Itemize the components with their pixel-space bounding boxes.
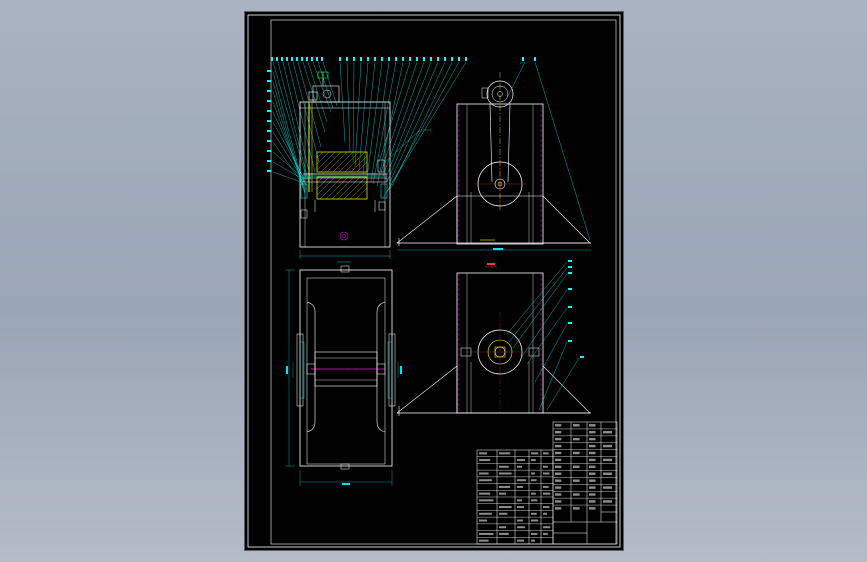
title-block-cell-text bbox=[589, 431, 596, 434]
parts-list-cell-text bbox=[479, 519, 487, 522]
inner-frame bbox=[270, 19, 617, 545]
title-block-cell-text bbox=[589, 493, 596, 496]
parts-list-cell-text bbox=[517, 479, 526, 482]
parts-list-cell-text bbox=[499, 492, 506, 495]
parts-list-cell-text bbox=[479, 512, 492, 515]
title-block-cell-text bbox=[589, 437, 596, 441]
parts-list-cell-text bbox=[499, 465, 509, 468]
parts-list-cell-text bbox=[499, 506, 512, 509]
parts-list-cell-text bbox=[543, 472, 550, 475]
title-block-cell-text bbox=[555, 493, 562, 496]
parts-list-cell-text bbox=[543, 452, 549, 455]
parts-list-rows bbox=[477, 452, 553, 542]
title-block-cell-text bbox=[589, 451, 596, 455]
title-block-rows bbox=[553, 424, 617, 510]
parts-list-cell-text bbox=[479, 459, 491, 462]
title-block-cell-text bbox=[589, 472, 596, 475]
parts-list-cell-text bbox=[499, 532, 509, 535]
title-block-cell-text bbox=[603, 486, 612, 489]
parts-list-cell-text bbox=[543, 485, 549, 488]
parts-list-cell-text bbox=[531, 512, 537, 515]
parts-list-cell-text bbox=[543, 506, 550, 509]
parts-list-cell-text bbox=[517, 499, 522, 502]
title-block-cell-text bbox=[589, 479, 596, 482]
parts-list-cell-text bbox=[479, 479, 492, 482]
title-block-cell-text bbox=[603, 444, 612, 448]
parts-list-cell-text bbox=[517, 506, 524, 509]
parts-list-cell-text bbox=[499, 485, 511, 488]
parts-list-cell-text bbox=[543, 492, 551, 495]
title-block-cell-text bbox=[589, 458, 596, 462]
parts-list-cell-text bbox=[531, 459, 536, 462]
parts-list-cell-text bbox=[517, 519, 523, 522]
title-block-cell-text bbox=[555, 444, 562, 448]
title-block-cell-text bbox=[555, 424, 562, 427]
title-block-cell-text bbox=[573, 437, 580, 441]
parts-list-cell-text bbox=[479, 532, 494, 535]
title-block-cell-text bbox=[555, 479, 562, 482]
parts-list-cell-text bbox=[517, 539, 524, 542]
title-block-cell-text bbox=[603, 431, 612, 434]
title-block-cell-text bbox=[589, 424, 596, 427]
cad-drawing bbox=[247, 14, 621, 548]
parts-list-cell-text bbox=[479, 539, 489, 542]
title-block-cell-text bbox=[573, 451, 580, 455]
parts-list-cell-text bbox=[499, 526, 506, 529]
parts-list-cell-text bbox=[517, 485, 523, 488]
title-block-cell-text bbox=[555, 431, 562, 434]
parts-list-cell-text bbox=[543, 512, 547, 515]
title-block-cell-text bbox=[589, 465, 596, 469]
title-block-cell-text bbox=[573, 424, 580, 427]
parts-list-cell-text bbox=[531, 472, 535, 475]
parts-list-cell-text bbox=[531, 519, 539, 522]
section-view bbox=[396, 260, 591, 416]
parts-list-cell-text bbox=[499, 512, 508, 515]
parts-list-cell-text bbox=[517, 465, 522, 468]
parts-list-cell-text bbox=[517, 526, 525, 529]
parts-list-cell-text bbox=[479, 499, 494, 502]
title-block-cell-text bbox=[589, 507, 596, 510]
parts-list-cell-text bbox=[499, 452, 511, 455]
title-block-cell-text bbox=[589, 500, 596, 503]
title-block-cell-text bbox=[555, 451, 562, 455]
title-block-cell-text bbox=[573, 465, 580, 469]
parts-list-cell-text bbox=[479, 472, 489, 475]
parts-list-cell-text bbox=[531, 479, 537, 482]
title-block-cell-text bbox=[555, 472, 562, 475]
title-block-cell-text bbox=[573, 479, 580, 482]
drawing-sheet[interactable] bbox=[245, 12, 623, 550]
parts-list-cell-text bbox=[531, 492, 536, 495]
title-block bbox=[552, 421, 618, 545]
title-block-cell-text bbox=[555, 437, 562, 441]
parts-list-cell-text bbox=[479, 492, 491, 495]
parts-list-cell-text bbox=[543, 526, 551, 529]
side-view bbox=[396, 57, 591, 251]
title-block-cell-text bbox=[603, 500, 612, 503]
title-block-cell-text bbox=[555, 500, 562, 503]
title-block-cell-text bbox=[555, 507, 562, 510]
parts-list-cell-text bbox=[531, 532, 538, 535]
top-view bbox=[285, 261, 402, 486]
parts-list-cell-text bbox=[531, 539, 535, 542]
title-block-cell-text bbox=[573, 507, 580, 510]
title-block-cell-text bbox=[603, 472, 612, 475]
parts-list-cell-text bbox=[479, 452, 487, 455]
parts-list-cell-text bbox=[543, 532, 548, 535]
outer-frame bbox=[247, 14, 621, 548]
title-block-cell-text bbox=[589, 486, 596, 489]
parts-list-cell-text bbox=[531, 499, 538, 502]
item-number-tags bbox=[267, 57, 467, 172]
title-block-cell-text bbox=[555, 458, 562, 462]
parts-list-cell-text bbox=[531, 452, 539, 455]
title-block-cell-text bbox=[603, 458, 612, 462]
parts-list-cell-text bbox=[543, 465, 548, 468]
title-block-cell-text bbox=[589, 444, 596, 448]
title-block-cell-text bbox=[555, 465, 562, 469]
title-block-cell-text bbox=[573, 493, 580, 496]
leader-lines-front bbox=[272, 61, 467, 199]
parts-list-cell-text bbox=[517, 459, 525, 462]
title-block-cell-text bbox=[555, 486, 562, 489]
parts-list-cell-text bbox=[499, 472, 512, 475]
